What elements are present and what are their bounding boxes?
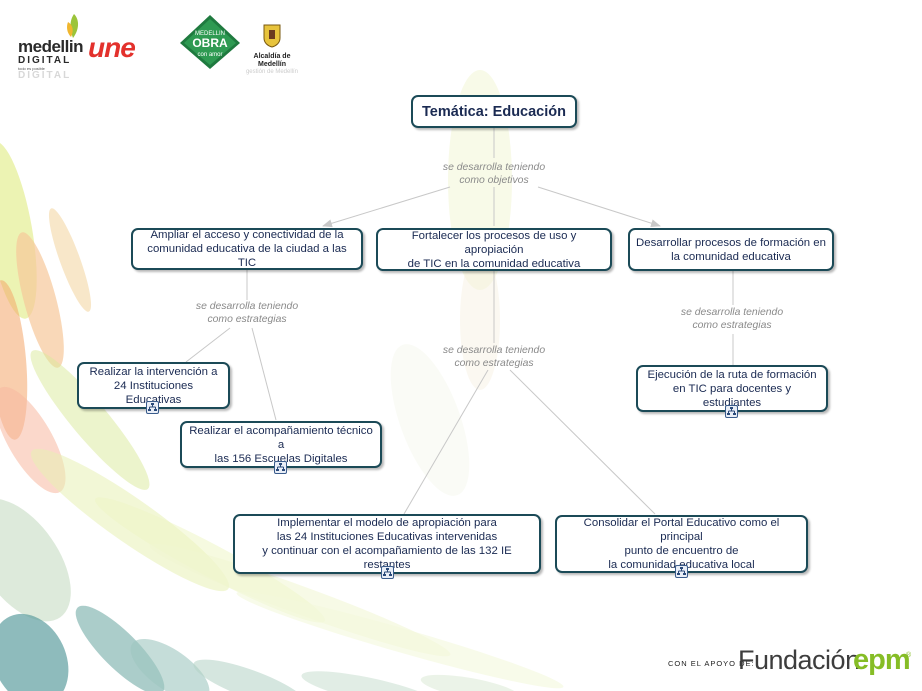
connector-label-s1 <box>186 328 230 362</box>
submap-icon[interactable] <box>274 461 287 474</box>
alcaldia-medellin-logo: Alcaldía de Medellín gestión de Medellín <box>244 24 300 70</box>
objective-desarrollar-formacion: Desarrollar procesos de formación en la … <box>628 228 834 271</box>
svg-text:OBRA: OBRA <box>192 36 228 50</box>
medellin-digital-logo: medellin DIGITAL todo es posible DIGITAL <box>18 38 80 81</box>
une-logo: une <box>88 34 176 60</box>
svg-text:con amor: con amor <box>197 52 222 58</box>
root-concept-label: Temática: Educación <box>422 105 566 119</box>
fundacion-logo-text: Fundación <box>738 645 860 676</box>
link-root-objectives: se desarrolla teniendo como objetivos <box>424 161 564 187</box>
objective-fortalecer-procesos: Fortalecer los procesos de uso y apropia… <box>376 228 612 271</box>
submap-icon[interactable] <box>381 566 394 579</box>
connector-label-obj1 <box>323 187 450 226</box>
submap-icon[interactable] <box>725 405 738 418</box>
objective-ampliar-acceso: Ampliar el acceso y conectividad de la c… <box>131 228 363 270</box>
link-objective3-strategies: se desarrolla teniendo como estrategias <box>662 306 802 332</box>
registered-mark: ® <box>906 652 911 659</box>
submap-icon[interactable] <box>146 401 159 414</box>
connector-label-s2 <box>252 328 276 420</box>
alcaldia-shield-icon <box>263 24 281 48</box>
connector-label-obj3 <box>538 187 660 226</box>
root-concept: Temática: Educación <box>411 95 577 128</box>
connector-label-s4 <box>510 370 655 514</box>
link-objective2-strategies: se desarrolla teniendo como estrategias <box>424 344 564 370</box>
connector-label-s3 <box>404 370 488 514</box>
epm-logo-text: epm <box>853 644 910 677</box>
link-objective1-strategies: se desarrolla teniendo como estrategias <box>177 300 317 326</box>
submap-icon[interactable] <box>675 565 688 578</box>
medellin-digital-leaf-icon <box>64 12 82 40</box>
medellin-obra-logo: MEDELLIN OBRA con amor <box>178 13 242 71</box>
strategy-modelo-apropiacion: Implementar el modelo de apropiación par… <box>233 514 541 574</box>
